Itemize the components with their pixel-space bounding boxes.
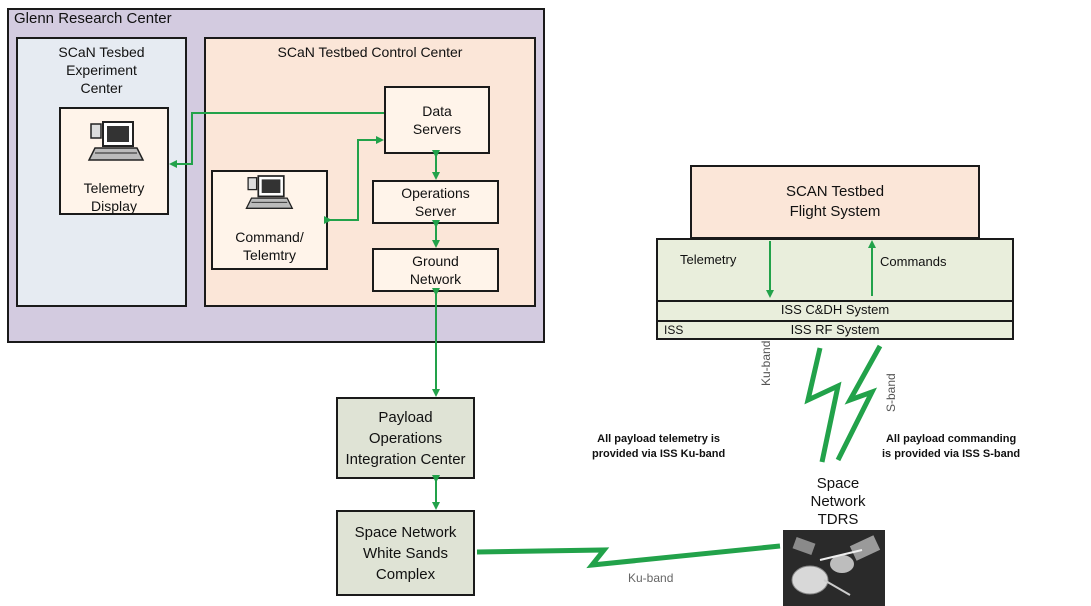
iss-divider-2 (658, 320, 1012, 322)
iss-cdh-label: ISS C&DH System (780, 302, 890, 317)
tdrs-line2: Network (810, 493, 866, 510)
ground-network-box: Ground Network (372, 248, 499, 292)
tdrs-line1: Space (816, 475, 860, 492)
white-sands-box: Space Network White Sands Complex (336, 510, 475, 596)
white-sands-line3: Complex (375, 565, 436, 583)
command-to-data-line (324, 136, 384, 224)
telemetry-display-line1: Telemetry (83, 180, 145, 196)
poic-line3: Integration Center (345, 450, 466, 468)
computer-icon (87, 121, 145, 161)
telemetry-note-line2: provided via ISS Ku-band (592, 448, 726, 460)
iss-short-label: ISS (664, 323, 684, 337)
data-servers-box: Data Servers (384, 86, 490, 154)
s-band-bolt (835, 344, 883, 462)
experiment-title-line1: SCaN Tesbed (58, 44, 145, 60)
control-center-title: SCaN Testbed Control Center (277, 44, 463, 60)
ground-network-line2: Network (409, 271, 462, 287)
experiment-title-line3: Center (80, 80, 123, 96)
flight-system-line1: SCAN Testbed (785, 183, 885, 200)
commanding-note: All payload commanding is provided via I… (882, 432, 1020, 462)
ground-network-line1: Ground (412, 253, 459, 269)
commanding-note-line1: All payload commanding (885, 433, 1017, 445)
experiment-center-title: SCaN Tesbed Experiment Center (18, 43, 185, 97)
iss-commands-label: Commands (880, 254, 947, 269)
telemetry-note-line1: All payload telemetry is (597, 433, 721, 445)
command-telemetry-line2: Telemtry (243, 247, 296, 263)
poic-box: Payload Operations Integration Center (336, 397, 475, 479)
telemetry-note: All payload telemetry is provided via IS… (592, 432, 725, 462)
poic-line1: Payload (378, 408, 433, 426)
commanding-note-line2: is provided via ISS S-band (882, 448, 1021, 460)
flight-system-box: SCAN Testbed Flight System (690, 165, 980, 239)
command-telemetry-box: Command/ Telemtry (211, 170, 328, 270)
white-sands-line2: White Sands (362, 544, 449, 562)
white-sands-line1: Space Network (354, 523, 457, 541)
iss-divider-1 (658, 300, 1012, 302)
data-servers-line2: Servers (412, 121, 462, 137)
ku-band-bottom-label: Ku-band (628, 571, 674, 585)
glenn-research-center-title: Glenn Research Center (14, 10, 172, 27)
iss-systems-box: Telemetry Commands ISS C&DH System ISS I… (656, 238, 1014, 340)
data-to-display-line (169, 112, 384, 168)
iss-rf-label: ISS RF System (790, 322, 880, 337)
poic-line2: Operations (368, 429, 443, 447)
telemetry-display-line2: Display (91, 198, 137, 214)
data-servers-line1: Data (422, 103, 452, 119)
ku-band-bolt-bottom (476, 543, 781, 569)
command-telemetry-line1: Command/ (235, 229, 304, 245)
iss-telemetry-label: Telemetry (680, 252, 737, 267)
tdrs-satellite-icon (783, 530, 885, 606)
flight-system-line2: Flight System (789, 203, 881, 220)
operations-server-line1: Operations (401, 185, 470, 201)
tdrs-line3: TDRS (817, 511, 859, 528)
experiment-title-line2: Experiment (66, 62, 137, 78)
tdrs-label: Space Network TDRS (798, 475, 878, 529)
operations-server-line2: Server (414, 203, 457, 219)
ku-band-bolt-top (804, 347, 842, 463)
computer-icon (245, 175, 294, 209)
